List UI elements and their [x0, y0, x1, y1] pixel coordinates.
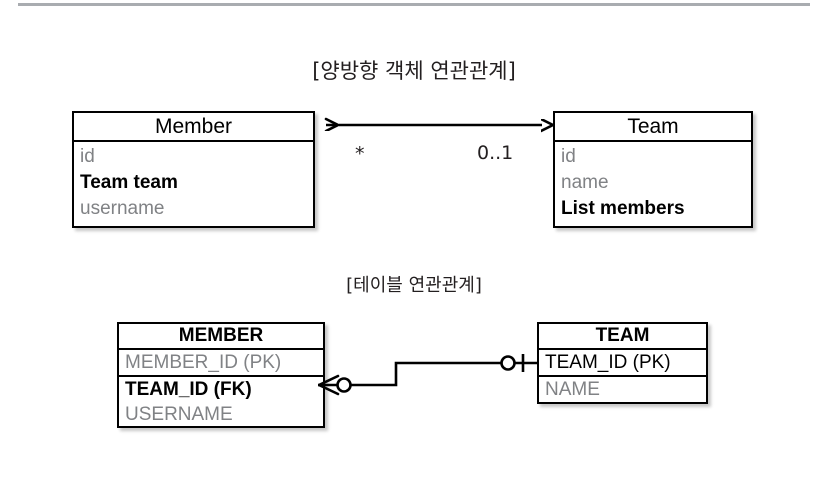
attribute-row: name — [561, 172, 609, 193]
class-name-member: Member — [74, 113, 313, 142]
attribute-row: username — [80, 198, 165, 219]
multiplicity-source: * — [355, 143, 365, 165]
table-box-team[interactable]: TEAM TEAM_ID (PK) NAME — [537, 322, 708, 404]
cardinality-zero-or-one-icon — [500, 354, 537, 372]
cardinality-zero-or-many-icon — [318, 374, 352, 396]
crows-foot-relationship-connector — [318, 354, 537, 396]
attribute-row: id — [80, 146, 95, 167]
column-row: NAME — [545, 379, 600, 400]
object-model-title: [양방향 객체 연관관계] — [312, 59, 516, 83]
table-model-title: [테이블 연관관계] — [346, 275, 482, 296]
table-columns-member: TEAM_ID (FK) USERNAME — [119, 375, 323, 427]
class-name-team: Team — [555, 113, 751, 142]
top-divider-rule — [18, 3, 810, 6]
column-row: TEAM_ID (FK) — [125, 379, 252, 400]
table-key-columns-team: TEAM_ID (PK) — [539, 350, 706, 375]
table-name-team: TEAM — [539, 324, 706, 350]
multiplicity-target: 0..1 — [477, 142, 514, 164]
attribute-row: Team team — [80, 172, 178, 193]
bidirectional-association-arrow — [313, 108, 555, 144]
table-box-member[interactable]: MEMBER MEMBER_ID (PK) TEAM_ID (FK) USERN… — [117, 322, 325, 428]
table-key-columns-member: MEMBER_ID (PK) — [119, 350, 323, 375]
class-attributes-team: id name List members — [555, 142, 751, 222]
class-box-team[interactable]: Team id name List members — [553, 111, 753, 228]
class-attributes-member: id Team team username — [74, 142, 313, 222]
attribute-row: List members — [561, 198, 685, 219]
column-row: MEMBER_ID (PK) — [125, 352, 282, 373]
column-row: TEAM_ID (PK) — [545, 352, 671, 373]
table-columns-team: NAME — [539, 375, 706, 402]
class-box-member[interactable]: Member id Team team username — [72, 111, 315, 228]
column-row: USERNAME — [125, 404, 233, 425]
table-name-member: MEMBER — [119, 324, 323, 350]
attribute-row: id — [561, 146, 576, 167]
